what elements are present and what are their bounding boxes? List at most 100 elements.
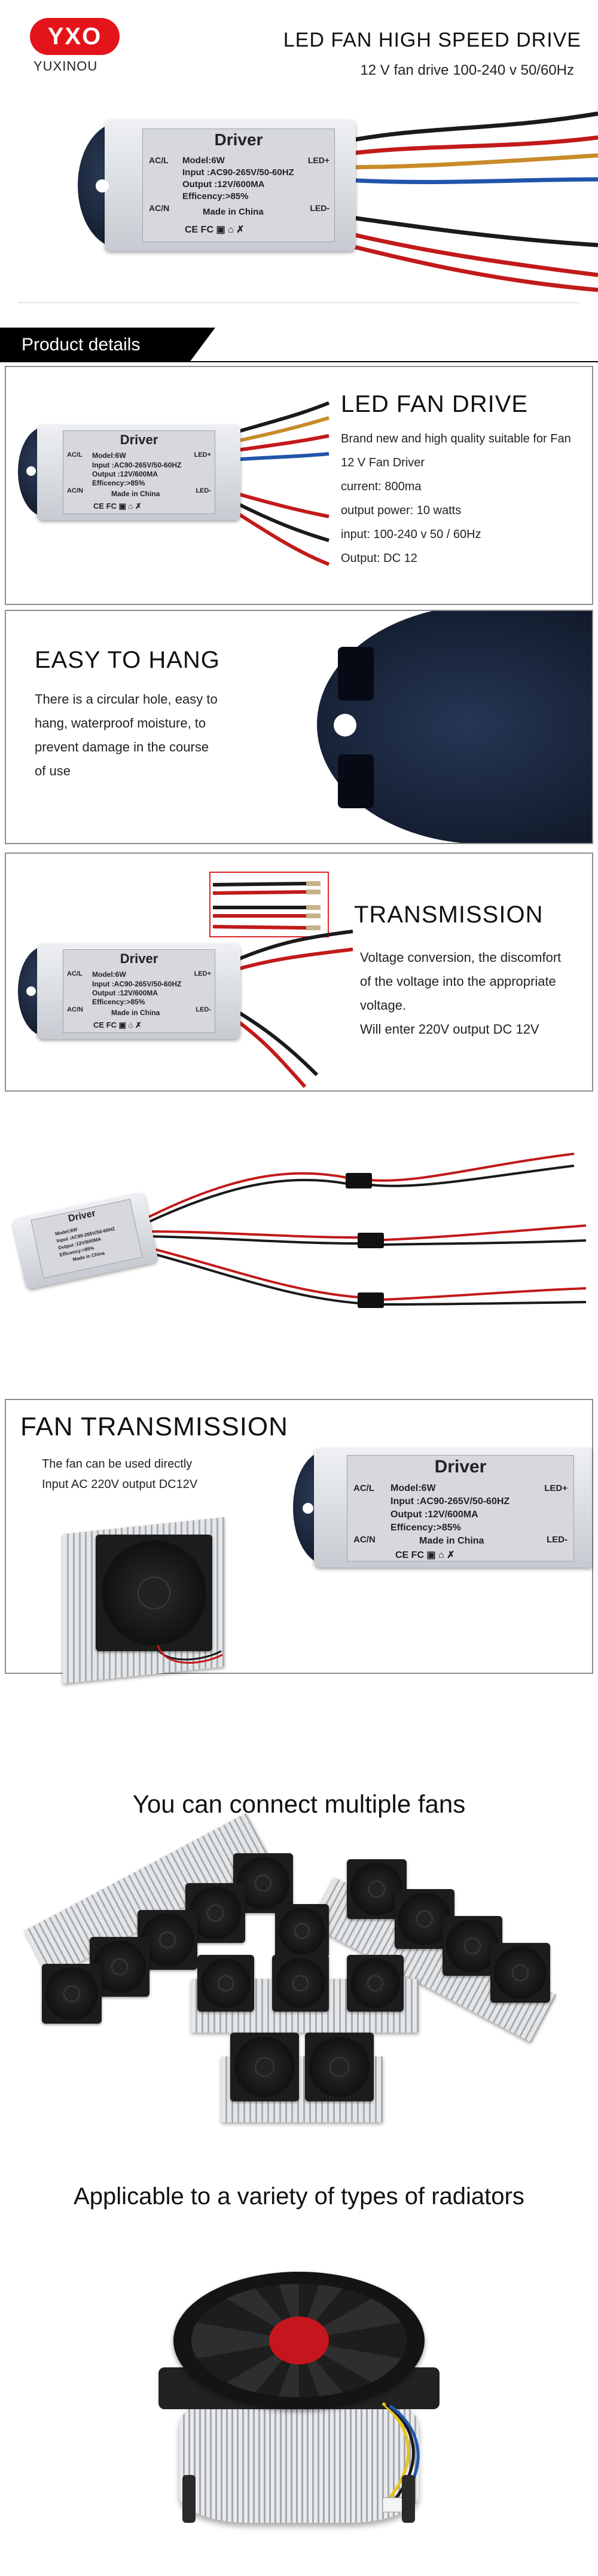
driver-ac-n: AC/N: [149, 203, 170, 213]
mounting-pin: [402, 2475, 415, 2523]
driver-ac-n: AC/N: [67, 1006, 83, 1013]
cooling-fan: [90, 1937, 150, 1997]
easy-to-hang-line: prevent damage in the course: [35, 740, 209, 754]
driver-ac-l: AC/L: [67, 451, 83, 459]
led-fan-drive-line: Output: DC 12: [341, 552, 417, 565]
driver-ac-l: AC/L: [353, 1483, 374, 1493]
led-fan-drive-text: Brand new and high quality suitable for …: [341, 427, 589, 570]
driver-label: Driver AC/L Model:6W LED+ Input :AC90-26…: [63, 949, 215, 1033]
easy-to-hang-line: of use: [35, 763, 71, 778]
driver-efficiency: Efficency:>85%: [92, 479, 145, 487]
transmission-line: Voltage conversion, the discomfort: [360, 950, 562, 965]
hanging-hole: [96, 179, 109, 192]
driver-efficiency: Efficency:>85%: [390, 1523, 461, 1533]
hanging-hole: [303, 1503, 313, 1514]
mounting-pin: [182, 2475, 196, 2523]
cooling-fan: [347, 1955, 404, 2012]
easy-to-hang-line: hang, waterproof moisture, to: [35, 716, 206, 731]
wired-driver-photo: Driver Model:6W Input :AC90-265V/50-60HZ…: [0, 1130, 598, 1357]
hero-driver-photo: Driver AC/L Model:6W LED+ Input :AC90-26…: [0, 90, 598, 293]
driver-output: Output :12V/600MA: [92, 470, 158, 478]
fan-hub: [207, 1905, 224, 1921]
fan-transmission-line: The fan can be used directly: [42, 1457, 193, 1471]
transmission-title: TRANSMISSION: [354, 902, 544, 928]
fan-transmission-text: The fan can be used directly Input AC 22…: [42, 1454, 257, 1495]
hanging-hole: [26, 466, 36, 476]
driver-model: Model:6W: [92, 970, 126, 979]
fan-hub: [269, 2317, 329, 2364]
fan-hub: [111, 1958, 128, 1975]
driver-led-minus: LED-: [196, 1006, 211, 1013]
fan-hub: [255, 2057, 274, 2077]
driver-input: Input :AC90-265V/50-60HZ: [92, 980, 182, 988]
driver-label: Driver AC/L Model:6W LED+ Input :AC90-26…: [63, 430, 215, 514]
end-cap-closeup: [317, 611, 592, 843]
fan-hub: [329, 2057, 349, 2077]
certification-marks: CE FC ▣ ⌂ ✗: [93, 502, 142, 511]
fan-hub: [255, 1875, 271, 1891]
driver-efficiency: Efficency:>85%: [92, 998, 145, 1006]
certification-marks: CE FC ▣ ⌂ ✗: [93, 1020, 142, 1029]
cooling-fan: [173, 2272, 425, 2409]
easy-to-hang-title: EASY TO HANG: [35, 647, 220, 673]
driver-label: Driver AC/L Model:6W LED+ Input :AC90-26…: [142, 129, 335, 242]
driver-label-title: Driver: [214, 130, 263, 149]
transmission-text: Voltage conversion, the discomfort of th…: [360, 946, 593, 1041]
driver-output: Output :12V/600MA: [390, 1509, 478, 1520]
fan-hub: [367, 1975, 383, 1991]
driver-label: Driver AC/L Model:6W LED+ Input :AC90-26…: [347, 1455, 574, 1562]
cooling-fan: [305, 2033, 374, 2101]
driver-led-plus: LED+: [544, 1483, 568, 1493]
driver-led-plus: LED+: [307, 155, 329, 165]
end-cap-slot: [338, 647, 374, 701]
cooling-fan: [230, 2033, 299, 2101]
cooling-fan: [138, 1910, 197, 1970]
driver-label-title: Driver: [120, 951, 158, 966]
led-fan-drive-line: current: 800ma: [341, 480, 422, 493]
led-fan-drive-line: input: 100-240 v 50 / 60Hz: [341, 528, 481, 541]
certification-marks: CE FC ▣ ⌂ ✗: [185, 225, 245, 235]
cooling-fan: [272, 1955, 329, 2012]
fan-wires: [154, 1645, 223, 1664]
product-details-banner: Product details: [0, 328, 215, 362]
certification-marks: CE FC ▣ ⌂ ✗: [395, 1550, 455, 1560]
driver-origin: Made in China: [111, 490, 160, 498]
fan-hub: [63, 1985, 80, 2002]
radiators-title: Applicable to a variety of types of radi…: [74, 2183, 524, 2210]
section-transmission: Driver AC/L Model:6W LED+ Input :AC90-26…: [5, 852, 593, 1092]
radiator-photo: [0, 2248, 598, 2571]
led-fan-drive-line: output power: 10 watts: [341, 504, 462, 517]
driver-led-minus: LED-: [310, 203, 329, 213]
led-fan-drive-line: 12 V Fan Driver: [341, 456, 425, 469]
driver-ac-l: AC/L: [149, 155, 169, 165]
hanging-hole: [26, 986, 36, 996]
driver-ac-l: AC/L: [67, 970, 83, 977]
wire-inset: [209, 872, 329, 937]
cooling-fan: [490, 1943, 550, 2003]
driver-label-title: Driver: [434, 1457, 487, 1477]
easy-to-hang-text: There is a circular hole, easy to hang, …: [35, 687, 274, 783]
driver-input: Input :AC90-265V/50-60HZ: [92, 461, 182, 469]
driver-led-minus: LED-: [196, 487, 211, 494]
multiple-fans-title: You can connect multiple fans: [132, 1790, 466, 1818]
page-subtitle: 12 V fan drive 100-240 v 50/60Hz: [360, 62, 574, 78]
driver-model: Model:6W: [182, 155, 225, 166]
driver-label-title: Driver: [120, 432, 158, 447]
fan-hub: [416, 1911, 433, 1927]
driver-led-plus: LED+: [194, 970, 211, 977]
driver-origin: Made in China: [419, 1536, 484, 1546]
driver-ac-n: AC/N: [353, 1535, 376, 1545]
led-fan-drive-title: LED FAN DRIVE: [341, 391, 529, 417]
driver-model: Model:6W: [390, 1483, 436, 1493]
driver-ac-n: AC/N: [67, 487, 83, 494]
driver-input: Input :AC90-265V/50-60HZ: [390, 1496, 510, 1507]
driver-efficiency: Efficency:>85%: [182, 191, 249, 201]
transmission-line: of the voltage into the appropriate: [360, 974, 556, 989]
driver-output: Output :12V/600MA: [182, 179, 265, 190]
cooling-fan: [197, 1955, 254, 2012]
fan-hub: [512, 1964, 529, 1981]
cooling-fan: [96, 1535, 212, 1651]
fan-transmission-title: FAN TRANSMISSION: [20, 1412, 288, 1441]
radiator-cable: [382, 2402, 420, 2513]
driver-input: Input :AC90-265V/50-60HZ: [182, 167, 294, 178]
